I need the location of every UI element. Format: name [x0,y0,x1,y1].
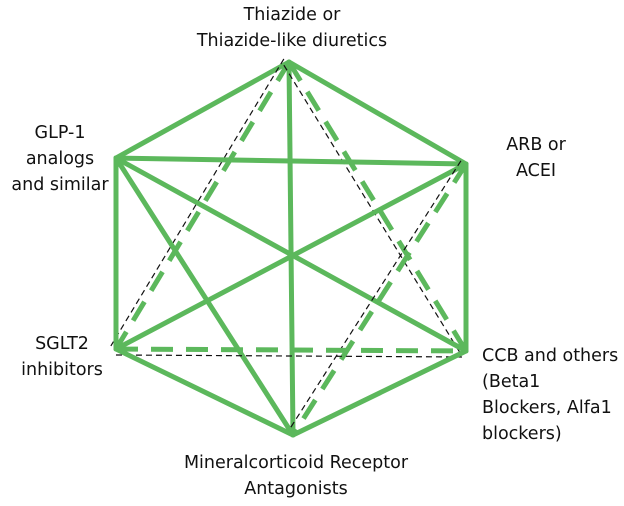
edge-thiazide-sglt2-dashed [113,60,292,351]
node-label-glp1-line-3: and similar [11,175,109,195]
node-label-sglt2-line-2: inhibitors [21,360,103,380]
node-label-glp1-line-1: GLP-1 [34,123,86,143]
node-label-glp1: GLP-1 analogs and similar [4,120,116,198]
edge-arb-mra-thin [287,160,462,433]
edge-glp1-mra [113,155,296,438]
edge-thiazide-sglt2-thin [110,58,285,347]
node-label-glp1-line-2: analogs [25,149,95,169]
edge-thiazide-ccb-thin [283,64,462,355]
edge-ccb-mra [290,348,469,438]
edge-sglt2-mra [113,346,296,438]
edge-thiazide-glp1 [113,59,292,161]
node-label-arb-line-1: ARB or [506,135,566,155]
edge-sglt2-ccb-thin [115,354,466,358]
node-label-thiazide: Thiazide or Thiazide-like diuretics [172,2,412,54]
edge-glp1-arb [113,155,469,167]
node-label-thiazide-line-2: Thiazide-like diuretics [196,31,388,51]
edge-sglt2-ccb-dashed [115,346,467,354]
edge-arb-sglt2 [113,161,469,352]
node-label-mra-line-2: Antagonists [244,479,348,499]
node-label-mra-line-1: Mineralcorticoid Receptor [183,453,409,473]
node-label-arb-line-2: ACEI [515,161,557,181]
node-label-ccb-line-2: (Beta1 [482,372,541,392]
node-label-arb: ARB or ACEI [488,132,584,184]
node-label-mra: Mineralcorticoid Receptor Antagonists [164,450,428,502]
node-label-ccb-line-4: blockers) [482,424,562,444]
edge-arb-mra-dashed [290,162,469,437]
edge-thiazide-mra [286,59,296,438]
node-label-ccb-line-1: CCB and others [482,346,619,366]
node-label-sglt2-line-1: SGLT2 [35,334,89,354]
node-label-thiazide-line-1: Thiazide or [243,5,341,25]
node-label-sglt2: SGLT2 inhibitors [14,331,110,383]
edge-thiazide-ccb-dashed [286,60,469,353]
node-label-ccb-line-3: Blockers, Alfa1 [482,398,612,418]
node-label-ccb: CCB and others (Beta1 Blockers, Alfa1 bl… [482,343,622,447]
edge-thiazide-arb [286,59,469,167]
